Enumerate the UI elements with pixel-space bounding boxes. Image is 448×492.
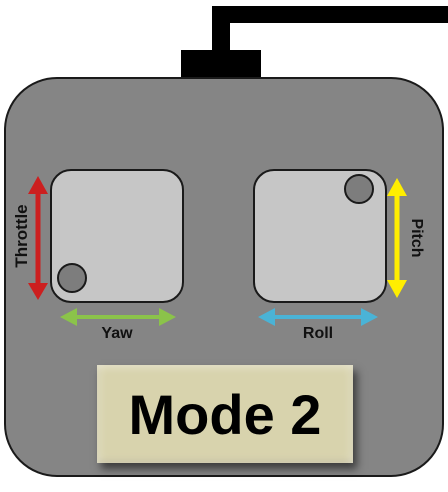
yaw-arrow (60, 308, 176, 326)
antenna-icon (181, 6, 448, 79)
mode-label: Mode 2 (128, 382, 322, 446)
throttle-label: Throttle (12, 204, 31, 267)
roll-label: Roll (303, 325, 333, 342)
yaw-label: Yaw (101, 325, 133, 342)
throttle-arrow (28, 176, 48, 300)
pitch-label: Pitch (408, 218, 425, 257)
left-stick-knob (57, 263, 87, 293)
right-stick-knob (344, 174, 374, 204)
right-stick-pad (253, 169, 387, 303)
roll-arrow (258, 308, 378, 326)
mode-label-box: Mode 2 (97, 365, 353, 463)
pitch-arrow (387, 178, 407, 298)
left-stick-pad (50, 169, 184, 303)
